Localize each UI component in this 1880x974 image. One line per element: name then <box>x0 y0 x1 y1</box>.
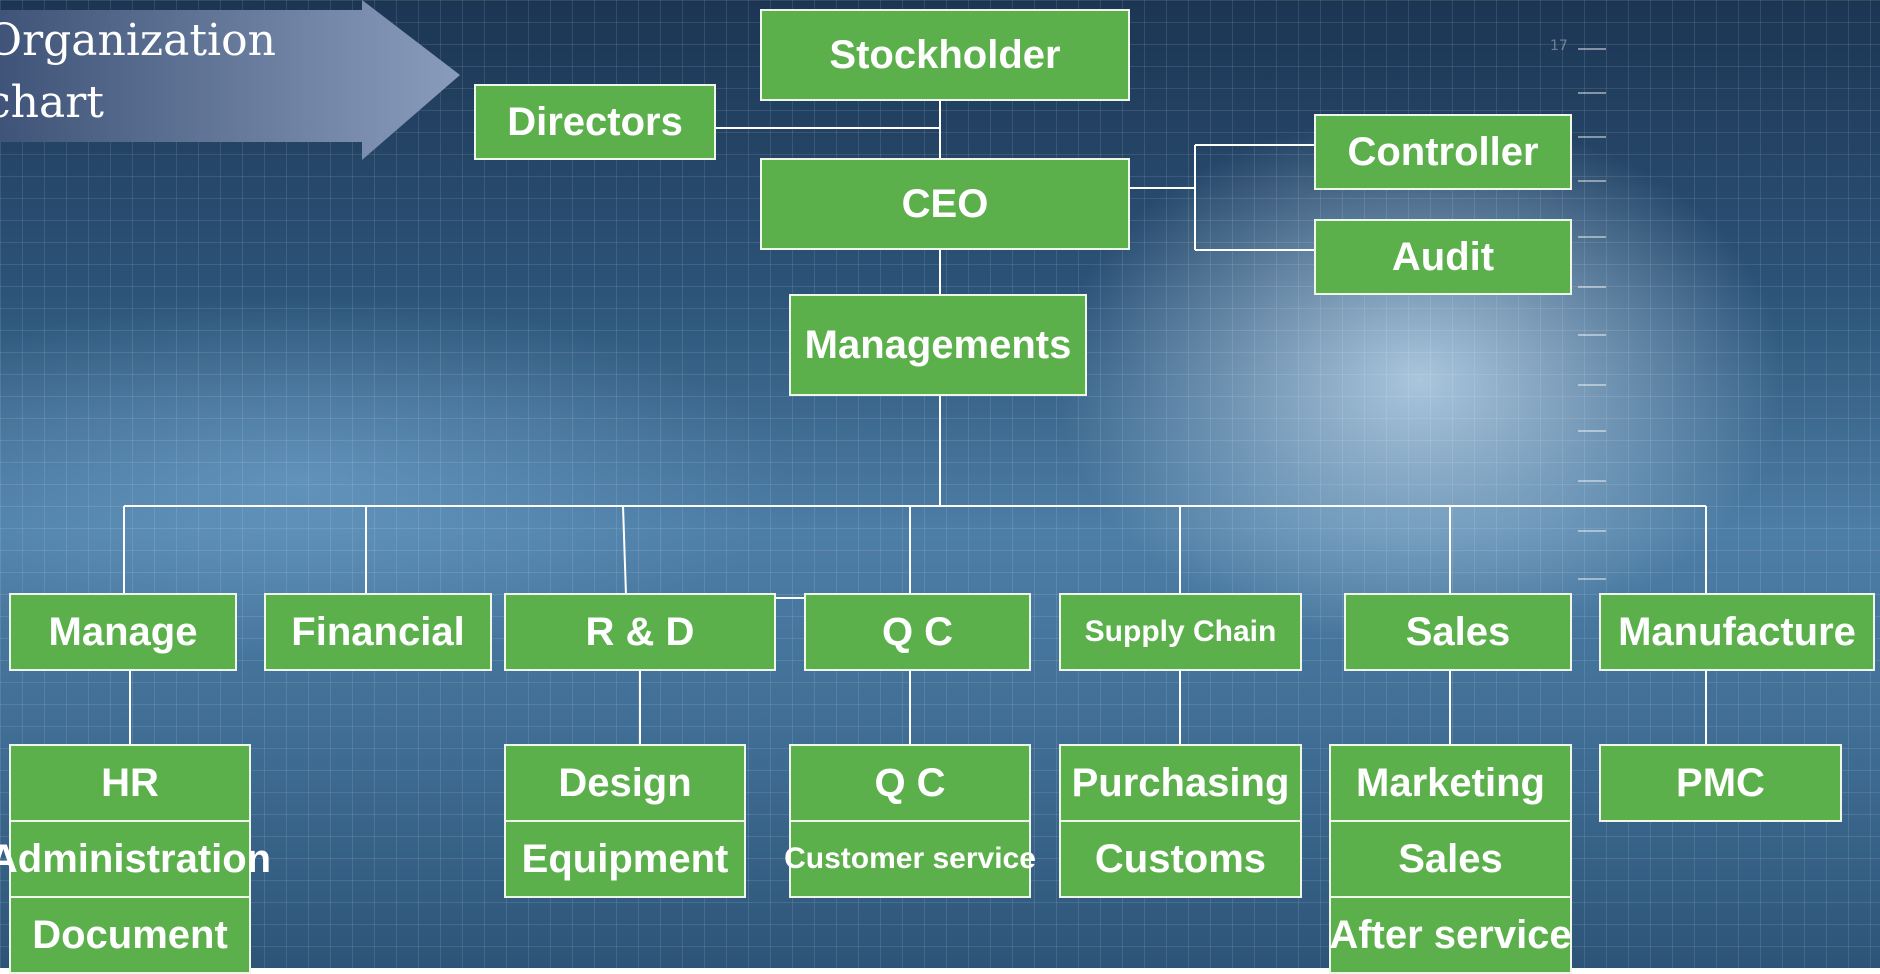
dept-manufacture: Manufacture <box>1599 593 1875 671</box>
node-stockholder: Stockholder <box>760 9 1130 101</box>
unit-administration: Administration <box>0 820 271 898</box>
dept-rnd: R & D <box>504 593 776 671</box>
ruler-label: 17 <box>1550 38 1568 54</box>
dept-financial: Financial <box>264 593 492 671</box>
dept-rnd-label: R & D <box>585 609 695 654</box>
unit-purchasing-label: Purchasing <box>1071 760 1290 805</box>
node-audit: Audit <box>1314 219 1572 295</box>
title-arrow-shape <box>0 0 460 160</box>
dept-manage-label: Manage <box>48 609 198 654</box>
unit-administration-label: Administration <box>0 836 272 881</box>
node-ceo-label: CEO <box>901 181 989 226</box>
dept-manage: Manage <box>9 593 237 671</box>
node-directors-label: Directors <box>507 99 683 144</box>
dept-qc-label: Q C <box>881 609 954 654</box>
dept-financial-label: Financial <box>291 609 465 654</box>
unit-purchasing: Purchasing <box>1059 744 1302 822</box>
unit-hr-label: HR <box>101 760 159 805</box>
unit-customs: Customs <box>1059 820 1302 898</box>
unit-pmc: PMC <box>1599 744 1842 822</box>
unit-document: Document <box>9 896 251 974</box>
dept-qc: Q C <box>804 593 1031 671</box>
unit-after-service: After service <box>1329 896 1572 974</box>
node-directors: Directors <box>474 84 716 160</box>
node-stockholder-label: Stockholder <box>829 32 1061 77</box>
unit-design-label: Design <box>558 760 692 805</box>
unit-hr: HR <box>9 744 251 822</box>
node-controller-label: Controller <box>1347 129 1539 174</box>
unit-sales: Sales <box>1329 820 1572 898</box>
dept-sales-label: Sales <box>1405 609 1511 654</box>
unit-customer-service-label: Customer service <box>784 842 1036 875</box>
unit-customs-label: Customs <box>1094 836 1267 881</box>
unit-equipment-label: Equipment <box>521 836 729 881</box>
node-audit-label: Audit <box>1391 234 1495 279</box>
unit-equipment: Equipment <box>504 820 746 898</box>
unit-qc: Q C <box>789 744 1031 822</box>
unit-sales-label: Sales <box>1398 836 1503 881</box>
chart-title: Organization chart <box>0 15 276 128</box>
node-ceo: CEO <box>760 158 1130 250</box>
unit-customer-service: Customer service <box>784 820 1036 898</box>
dept-manufacture-label: Manufacture <box>1618 609 1856 654</box>
unit-marketing-label: Marketing <box>1356 760 1545 805</box>
dept-supply-chain: Supply Chain <box>1059 593 1302 671</box>
unit-after-service-label: After service <box>1329 912 1572 957</box>
dept-sales: Sales <box>1344 593 1572 671</box>
unit-marketing: Marketing <box>1329 744 1572 822</box>
node-controller: Controller <box>1314 114 1572 190</box>
unit-design: Design <box>504 744 746 822</box>
unit-pmc-label: PMC <box>1676 760 1765 805</box>
unit-document-label: Document <box>32 912 228 957</box>
node-managements: Managements <box>789 294 1087 396</box>
node-managements-label: Managements <box>804 322 1072 367</box>
background-ruler: 17 <box>1550 0 1620 620</box>
unit-qc-label: Q C <box>874 760 946 805</box>
dept-supply-chain-label: Supply Chain <box>1084 615 1277 648</box>
